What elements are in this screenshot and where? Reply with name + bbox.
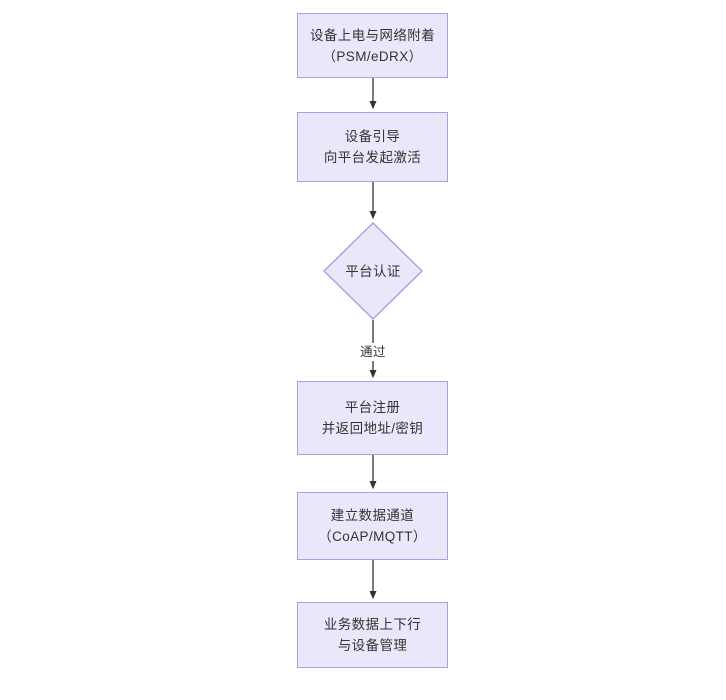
node-data-channel-line-2: （CoAP/MQTT） <box>318 529 427 544</box>
node-power-on-line-2: （PSM/eDRX） <box>322 48 423 64</box>
node-platform-register-line-2: 并返回地址/密钥 <box>321 421 424 436</box>
edge-label-pass: 通过 <box>357 343 389 361</box>
node-business-data[interactable]: 业务数据上下行 与设备管理 <box>297 602 448 668</box>
node-platform-register-line-1: 平台注册 <box>344 400 401 415</box>
node-platform-register[interactable]: 平台注册 并返回地址/密钥 <box>297 381 448 455</box>
node-business-data-line-1: 业务数据上下行 <box>323 617 422 632</box>
node-platform-auth-label: 平台认证 <box>345 263 401 279</box>
node-data-channel[interactable]: 建立数据通道 （CoAP/MQTT） <box>297 492 448 560</box>
node-bootstrap[interactable]: 设备引导 向平台发起激活 <box>297 112 448 182</box>
node-power-on[interactable]: 设备上电与网络附着 （PSM/eDRX） <box>297 13 448 78</box>
node-business-data-line-2: 与设备管理 <box>337 638 408 653</box>
node-bootstrap-line-1: 设备引导 <box>344 129 401 144</box>
node-platform-auth[interactable]: 平台认证 <box>323 222 423 320</box>
diamond-shape <box>323 222 423 320</box>
node-bootstrap-line-2: 向平台发起激活 <box>323 150 422 165</box>
node-power-on-line-1: 设备上电与网络附着 <box>309 27 436 43</box>
node-data-channel-line-1: 建立数据通道 <box>330 508 415 523</box>
